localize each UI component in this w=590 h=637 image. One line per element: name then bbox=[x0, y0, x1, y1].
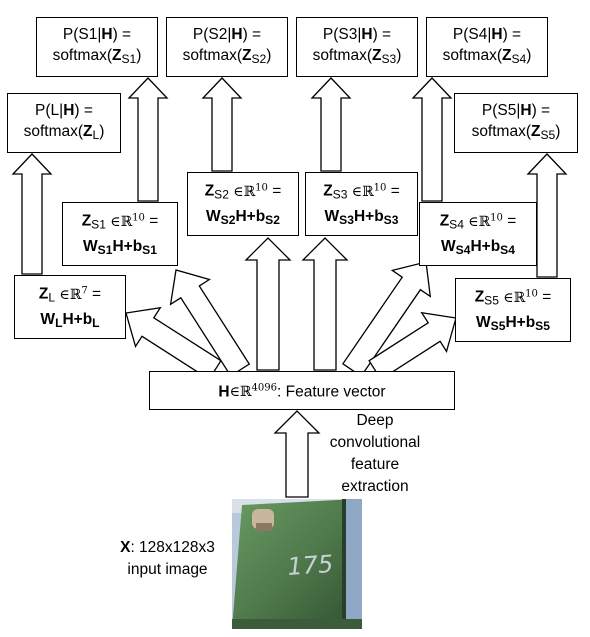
arrow-feature-to-zs4 bbox=[341, 261, 432, 378]
arrow-zs1-to-output-s1 bbox=[127, 77, 169, 202]
linear-box-zs4: ZS4 ∈ℝ10 = WS4H+bS4 bbox=[419, 202, 537, 266]
w-def-line: WS5H+bS5 bbox=[476, 313, 550, 333]
linear-box-zs1: ZS1 ∈ℝ10 = WS1H+bS1 bbox=[62, 202, 178, 266]
prob-line: P(S3|H) = bbox=[322, 25, 392, 43]
softmax-line: softmax(ZS3) bbox=[312, 46, 402, 66]
output-box-s2: P(S2|H) = softmax(ZS2) bbox=[166, 17, 288, 77]
arrow-feature-to-zs5 bbox=[368, 311, 457, 381]
arrow-zs5-to-output-s5 bbox=[526, 153, 568, 278]
hand-shadow bbox=[256, 523, 272, 531]
arrow-feature-to-zs2 bbox=[244, 237, 292, 371]
softmax-line: softmax(ZS5) bbox=[471, 122, 561, 142]
output-box-s4: P(S4|H) = softmax(ZS4) bbox=[426, 17, 548, 77]
softmax-line: softmax(ZS4) bbox=[442, 46, 532, 66]
input-image: 175 bbox=[232, 499, 362, 629]
w-def-line: WS1H+bS1 bbox=[83, 237, 157, 257]
plate-number: 175 bbox=[286, 550, 334, 581]
linear-box-zs2: ZS2 ∈ℝ10 = WS2H+bS2 bbox=[187, 172, 299, 236]
plate-edge-shadow bbox=[342, 499, 346, 629]
arrow-feature-to-zs1 bbox=[169, 269, 251, 377]
w-def-line: WS2H+bS2 bbox=[206, 207, 280, 227]
feature-vector-label: H∈ℝ4096: Feature vector bbox=[218, 382, 386, 401]
linear-box-zs3: ZS3 ∈ℝ10 = WS3H+bS3 bbox=[305, 172, 418, 236]
input-image-label: X: 128x128x3 input image bbox=[120, 539, 215, 578]
z-def-line: ZS1 ∈ℝ10 = bbox=[81, 212, 159, 232]
w-def-line: WLH+bL bbox=[40, 310, 100, 330]
arrow-zs3-to-output-s3 bbox=[310, 77, 352, 172]
arrow-zs4-to-output-s4 bbox=[411, 77, 453, 202]
output-box-s5: P(S5|H) = softmax(ZS5) bbox=[454, 93, 578, 153]
arrow-zs2-to-output-s2 bbox=[201, 77, 243, 172]
z-def-line: ZL ∈ℝ7 = bbox=[38, 285, 102, 305]
w-def-line: WS3H+bS3 bbox=[324, 207, 399, 227]
output-box-s3: P(S3|H) = softmax(ZS3) bbox=[296, 17, 418, 77]
z-def-line: ZS2 ∈ℝ10 = bbox=[204, 182, 282, 202]
output-box-l: P(L|H) = softmax(ZL) bbox=[7, 93, 121, 153]
prob-line: P(L|H) = bbox=[35, 101, 93, 119]
linear-box-zl: ZL ∈ℝ7 = WLH+bL bbox=[14, 275, 126, 339]
plate-edge bbox=[344, 499, 362, 629]
softmax-line: softmax(ZL) bbox=[23, 122, 105, 142]
z-def-line: ZS3 ∈ℝ10 = bbox=[323, 182, 400, 202]
input-photo: 175 bbox=[232, 499, 362, 629]
arrow-feature-to-zs3 bbox=[301, 237, 349, 371]
output-box-s1: P(S1|H) = softmax(ZS1) bbox=[36, 17, 158, 77]
photo-bottom bbox=[232, 619, 362, 629]
prob-line: P(S2|H) = bbox=[192, 25, 262, 43]
prob-line: P(S5|H) = bbox=[481, 101, 551, 119]
prob-line: P(S1|H) = bbox=[62, 25, 132, 43]
arrow-image-to-feature bbox=[273, 410, 321, 498]
linear-box-zs5: ZS5 ∈ℝ10 = WS5H+bS5 bbox=[455, 278, 571, 342]
softmax-line: softmax(ZS1) bbox=[52, 46, 142, 66]
arrow-zl-to-output-l bbox=[11, 153, 53, 275]
w-def-line: WS4H+bS4 bbox=[441, 237, 515, 257]
prob-line: P(S4|H) = bbox=[452, 25, 522, 43]
z-def-line: ZS5 ∈ℝ10 = bbox=[474, 288, 552, 308]
extraction-label: Deep convolutional feature extraction bbox=[329, 412, 421, 495]
softmax-line: softmax(ZS2) bbox=[182, 46, 272, 66]
z-def-line: ZS4 ∈ℝ10 = bbox=[439, 212, 517, 232]
feature-vector-box: H∈ℝ4096: Feature vector bbox=[149, 371, 455, 410]
green-plate bbox=[232, 499, 362, 629]
